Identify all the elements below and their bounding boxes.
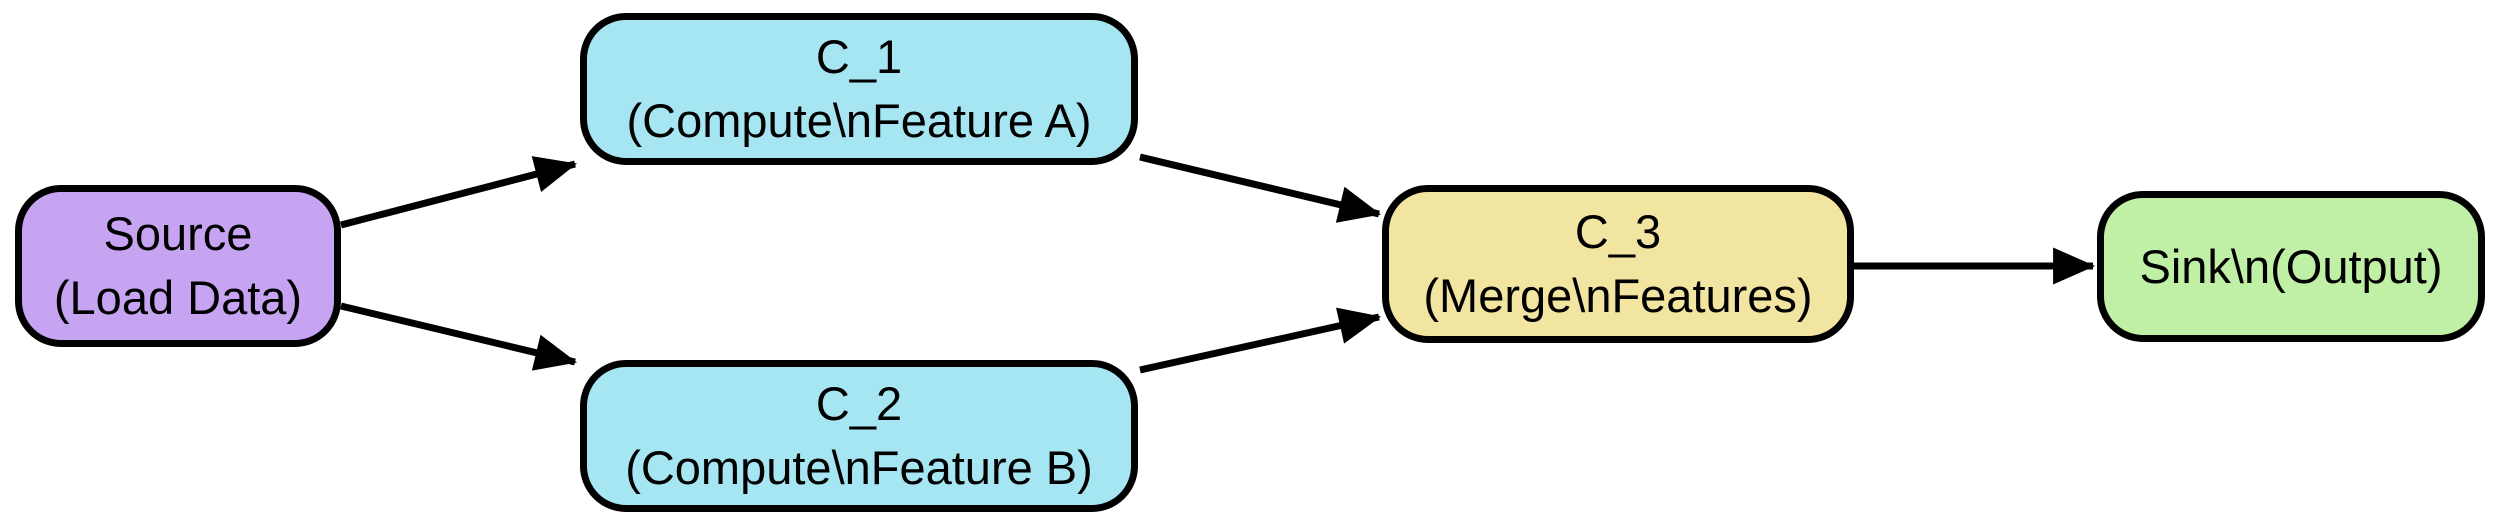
- node-source: Source (Load Data): [15, 185, 341, 347]
- node-c3: C_3 (Merge\nFeatures): [1382, 185, 1854, 343]
- node-label-line: C_1: [815, 30, 903, 83]
- node-label-line: C_3: [1574, 205, 1662, 258]
- node-label-line: C_2: [815, 377, 903, 430]
- node-sink: Sink\n(Output): [2097, 191, 2485, 342]
- node-c1: C_1 (Compute\nFeature A): [580, 13, 1138, 165]
- node-label-line: (Load Data): [53, 271, 303, 324]
- edge-c2-c3: [1139, 307, 1382, 374]
- node-c2: C_2 (Compute\nFeature B): [580, 360, 1138, 512]
- edge-c1-c3: [1139, 153, 1382, 223]
- node-label-line: (Merge\nFeatures): [1423, 269, 1813, 322]
- edge-source-c1: [340, 156, 578, 229]
- node-label-line: (Compute\nFeature B): [625, 441, 1093, 494]
- node-label-line: Source: [103, 207, 253, 260]
- node-label-line: (Compute\nFeature A): [626, 94, 1092, 147]
- node-label-line: Sink\n(Output): [2139, 239, 2443, 293]
- edge-source-c2: [340, 302, 578, 371]
